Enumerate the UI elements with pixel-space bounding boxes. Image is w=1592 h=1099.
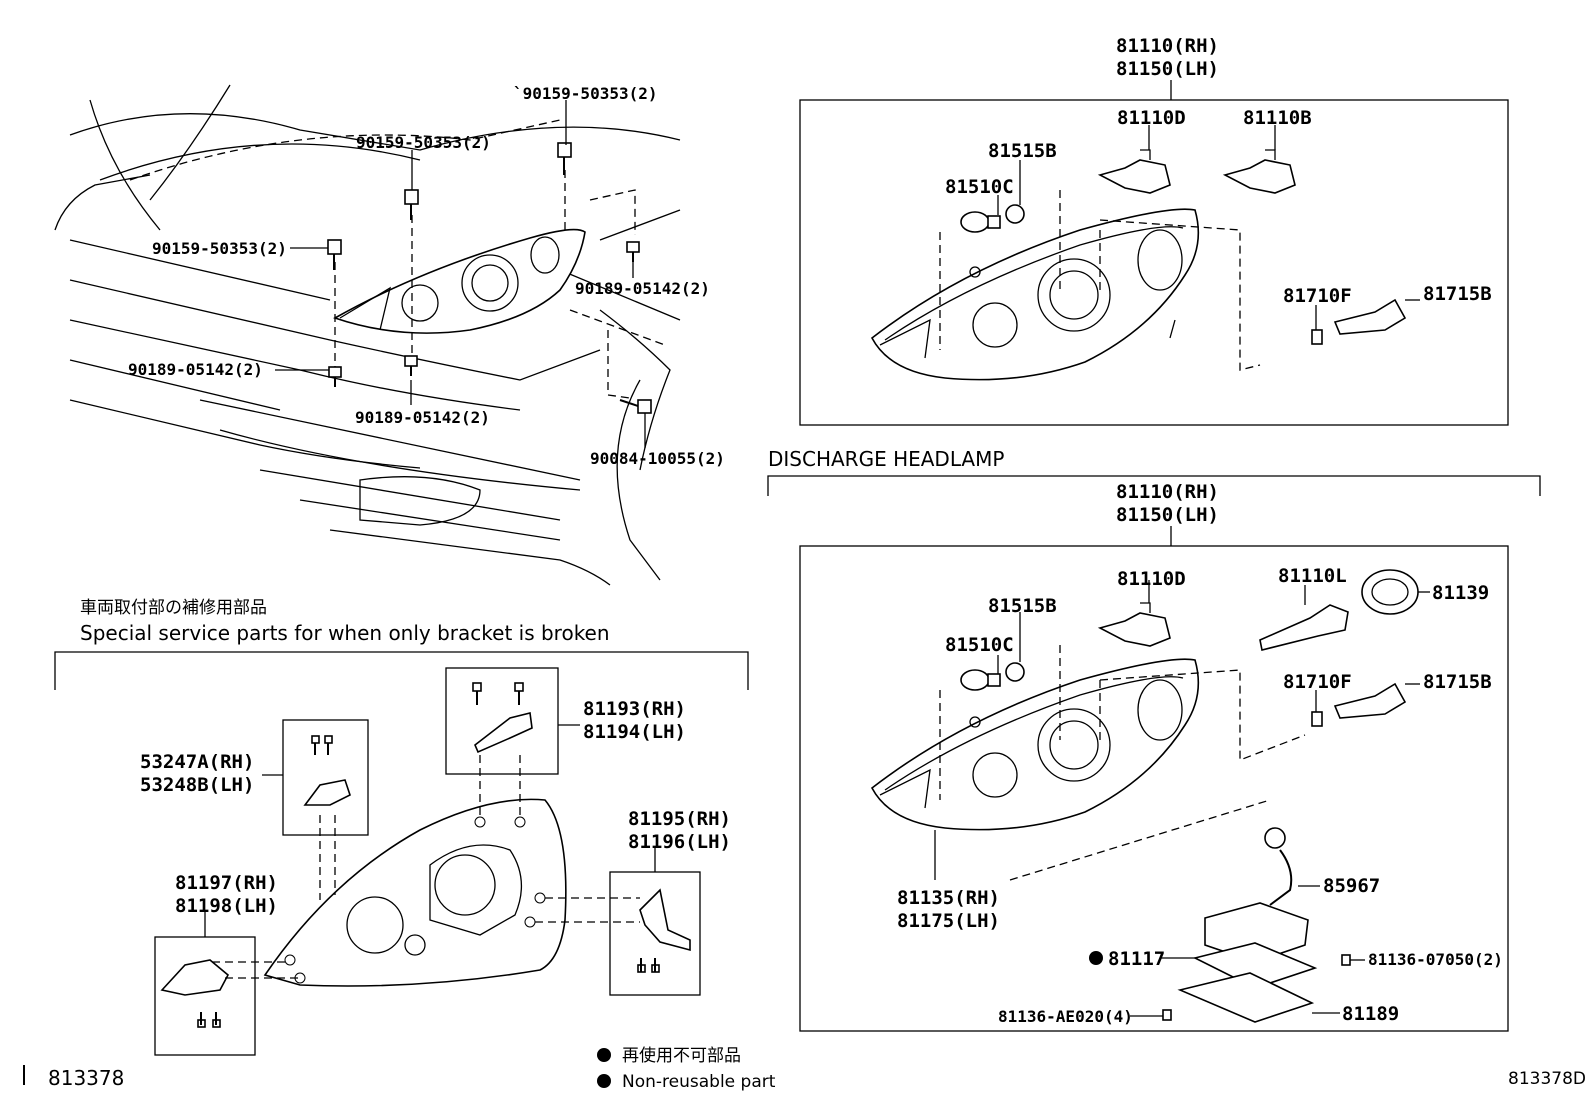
label-clip-bottom: 90189-05142(2) [355, 408, 490, 427]
label-bracket-a-lh: 53248B(LH) [140, 774, 254, 796]
label-ballast-cord: 85967 [1323, 875, 1380, 897]
label-bracket-right-rh: 81195(RH) [628, 808, 731, 830]
clip-icon [328, 366, 342, 387]
en-heading: Special service parts for when only brac… [80, 621, 610, 645]
screw-icon [619, 399, 652, 414]
cap-icon [1361, 569, 1419, 615]
bracket-icon [160, 959, 230, 1028]
bracket-top-box [445, 667, 559, 775]
wedge-bulb-icon [1311, 329, 1323, 345]
bolt-icon [327, 239, 342, 270]
label-ballast-bracket: 81189 [1342, 1003, 1399, 1025]
fig-number: 813378 [48, 1066, 124, 1090]
label-bolt-left: 90159-50353(2) [152, 239, 287, 258]
wedge-bulb-icon [960, 669, 1001, 691]
label-bracket-left-rh: 81197(RH) [175, 872, 278, 894]
label-bracket-top-rh: 81193(RH) [583, 698, 686, 720]
wedge-bulb-icon [960, 211, 1001, 233]
bracket-icon [637, 888, 691, 973]
bolt-icon [557, 142, 572, 175]
vehicle-front-illustration [54, 84, 681, 586]
label-bulb-l-bot: 81110L [1278, 565, 1347, 587]
label-clip-right: 90189-05142(2) [575, 279, 710, 298]
hid-bulb-icon [1259, 604, 1349, 651]
label-bolt-top-right: `90159-50353(2) [513, 84, 658, 103]
wedge-bulb-icon [1311, 711, 1323, 727]
label-bulb-d-top: 81110D [1117, 107, 1186, 129]
section-bracket-left [54, 651, 749, 690]
label-socket-b-top: 81715B [1423, 283, 1492, 305]
legend-dot-icon [597, 1048, 611, 1062]
label-bulb-f-bot: 81710F [1283, 671, 1352, 693]
label-lens-lh: 81175(LH) [897, 910, 1000, 932]
label-lamp-bot-rh: 81110(RH) [1116, 481, 1219, 503]
label-bolt-top-mid: 90159-50353(2) [356, 133, 491, 152]
socket-icon [1005, 662, 1025, 682]
bulb-icon [1097, 149, 1171, 194]
label-lamp-top-lh: 81150(LH) [1116, 58, 1219, 80]
jp-heading: 車両取付部の補修用部品 [80, 598, 267, 618]
label-bulb-d-bot: 81110D [1117, 568, 1186, 590]
label-bracket-a-rh: 53247A(RH) [140, 751, 254, 773]
label-ballast: 81117 [1108, 948, 1165, 970]
bulb-icon [1097, 602, 1171, 647]
ballast-bracket-icon [1177, 942, 1318, 1023]
clip-icon [404, 355, 418, 376]
label-bulb-c-top: 81510C [945, 176, 1014, 198]
socket-icon [1005, 204, 1025, 224]
socket-icon [1333, 682, 1407, 719]
label-cap-bot: 81139 [1432, 582, 1489, 604]
socket-icon [1333, 298, 1407, 335]
label-socket-bot: 81515B [988, 595, 1057, 617]
bracket-icon [303, 735, 351, 806]
label-socket-top: 81515B [988, 140, 1057, 162]
headlamp-box-bottom [799, 545, 1509, 1032]
legend-en: Non-reusable part [622, 1072, 776, 1092]
fig-code: 813378D [1508, 1069, 1586, 1089]
headlamp-assembly-top [870, 208, 1200, 381]
legend-dot-icon [597, 1074, 611, 1088]
bracket-left-box [154, 936, 256, 1056]
label-screw-bottom: 90084-10055(2) [590, 449, 725, 468]
headlamp-housing-rear [263, 798, 567, 987]
bulb-icon [1222, 149, 1296, 194]
label-bracket-right-lh: 81196(LH) [628, 831, 731, 853]
label-bulb-c-bot: 81510C [945, 634, 1014, 656]
section-bracket [767, 475, 1541, 496]
label-clip-left: 90189-05142(2) [128, 360, 263, 379]
headlamp-assembly-bottom [870, 658, 1200, 831]
bracket-icon [472, 682, 533, 754]
bolt-icon [404, 189, 419, 220]
screw-icon [1341, 954, 1351, 966]
non-reusable-dot-icon [1089, 951, 1103, 965]
headlamp-box-top [799, 99, 1509, 426]
label-ballast-bracket-screw: 81136-AE020(4) [998, 1007, 1133, 1026]
legend-jp: 再使用不可部品 [622, 1045, 741, 1066]
label-bulb-b-top: 81110B [1243, 107, 1312, 129]
label-lamp-top-rh: 81110(RH) [1116, 35, 1219, 57]
label-bracket-top-lh: 81194(LH) [583, 721, 686, 743]
label-socket-b-bot: 81715B [1423, 671, 1492, 693]
ballast-icon [1204, 902, 1309, 963]
label-bracket-left-lh: 81198(LH) [175, 895, 278, 917]
label-bulb-f-top: 81710F [1283, 285, 1352, 307]
label-lens-rh: 81135(RH) [897, 887, 1000, 909]
ballast-cord-icon [1264, 827, 1293, 906]
label-ballast-screw: 81136-07050(2) [1368, 950, 1503, 969]
bracket-a-box [282, 719, 369, 836]
clip-icon [626, 241, 640, 262]
discharge-heading: DISCHARGE HEADLAMP [768, 447, 1004, 471]
screw-icon [1162, 1009, 1172, 1021]
label-lamp-bot-lh: 81150(LH) [1116, 504, 1219, 526]
